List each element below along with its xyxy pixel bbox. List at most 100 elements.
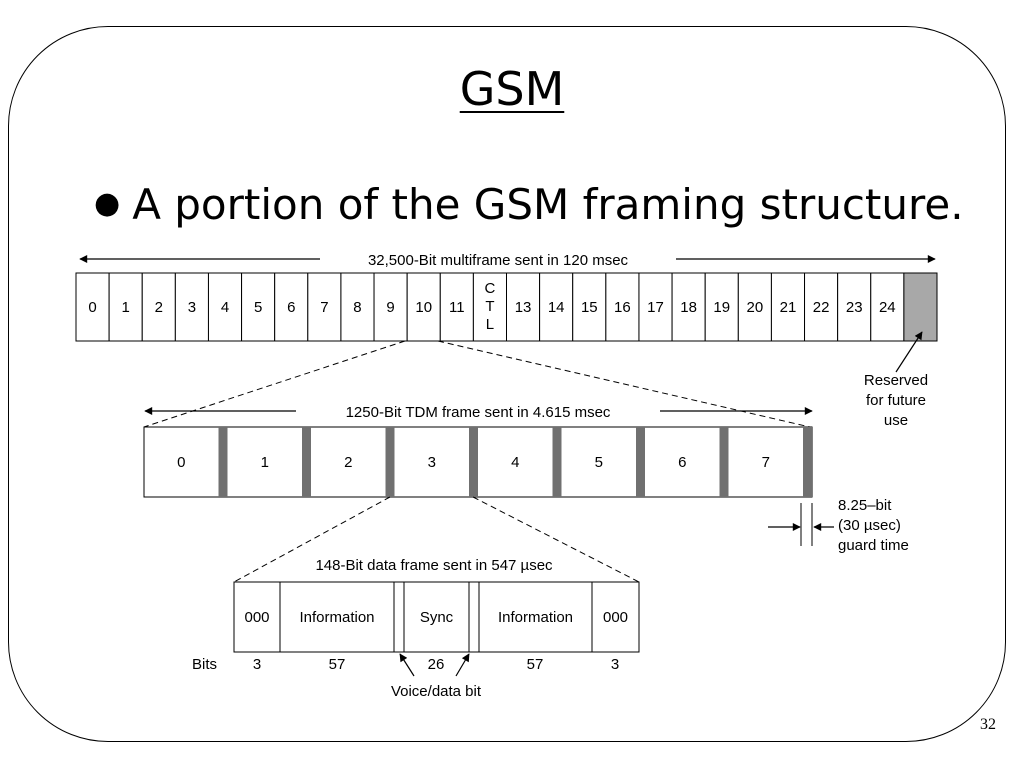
tdm-slot-label: 0	[177, 454, 185, 471]
tdm-guard-bar	[385, 427, 395, 497]
bit-count: 26	[428, 656, 445, 673]
multiframe-slot	[638, 272, 673, 342]
reserved-note-line-2: for future	[866, 392, 926, 409]
data-frame-field-label: Information	[498, 609, 573, 626]
data-frame-voice-data-bit	[393, 581, 405, 653]
slide-frame	[8, 26, 1006, 742]
data-frame-field-label: Information	[299, 609, 374, 626]
tdm-slot-label: 3	[428, 454, 436, 471]
multiframe-slot	[439, 272, 474, 342]
multiframe-slot	[506, 272, 541, 342]
multiframe-slot-label: C	[485, 280, 496, 297]
multiframe-slot-label: 17	[647, 299, 664, 316]
multiframe-label: 32,500-Bit multiframe sent in 120 msec	[368, 252, 629, 269]
multiframe-slot-label: 0	[88, 299, 96, 316]
data-frame-label: 148-Bit data frame sent in 547 µsec	[315, 557, 553, 574]
tdm-guard-bar	[636, 427, 645, 497]
multiframe-slot-label: 24	[879, 299, 896, 316]
zoom-line-lower-right	[472, 496, 640, 583]
multiframe-slot	[406, 272, 441, 342]
multiframe-slot-label: 3	[188, 299, 196, 316]
multiframe-slot-label: L	[486, 316, 494, 333]
multiframe-slot-label: 2	[155, 299, 163, 316]
multiframe-slot-label: 10	[415, 299, 432, 316]
multiframe-slot-label: 7	[320, 299, 328, 316]
reserved-pointer-arrow	[895, 331, 923, 373]
tdm-guard-bar	[469, 427, 478, 497]
tdm-guard-bar	[719, 427, 729, 497]
multiframe-slot-label: 1	[122, 299, 130, 316]
voice-data-note: Voice/data bit	[391, 653, 482, 700]
multiframe-slot-label: 13	[515, 299, 532, 316]
data-frame-field-label: Sync	[420, 609, 454, 626]
data-frame-field	[478, 581, 593, 653]
multiframe-slot	[572, 272, 607, 342]
tdm-slot-label: 7	[762, 454, 770, 471]
multiframe-slot-label: 15	[581, 299, 598, 316]
multiframe-slot	[241, 272, 276, 342]
tdm-slot-label: 2	[344, 454, 352, 471]
multiframe-slot-label: 5	[254, 299, 262, 316]
multiframe-slot-label: 16	[614, 299, 631, 316]
multiframe-group: 32,500-Bit multiframe sent in 120 msec 0…	[75, 252, 938, 342]
data-frame-voice-data-bit	[468, 581, 480, 653]
multiframe-slot-label: 9	[386, 299, 394, 316]
voice-data-arrow-left	[399, 653, 415, 677]
multiframe-slot	[605, 272, 640, 342]
bullet-dot-icon: ●	[94, 186, 121, 221]
multiframe-slot-label: 6	[287, 299, 295, 316]
multiframe-slot-label: 19	[713, 299, 730, 316]
multiframe-slot-label: 4	[221, 299, 229, 316]
reserved-note: Reserved for future use	[864, 331, 928, 429]
tdm-guard-bar	[302, 427, 311, 497]
multiframe-slot-label: 23	[846, 299, 863, 316]
multiframe-slot	[737, 272, 772, 342]
voice-data-arrow-right	[455, 653, 470, 677]
multiframe-slot-reserved	[903, 272, 938, 342]
bit-count: 57	[329, 656, 346, 673]
multiframe-slot-label: 20	[747, 299, 764, 316]
zoom-line-left	[143, 340, 406, 428]
multiframe-slot	[274, 272, 309, 342]
multiframe-slot-label: 22	[813, 299, 830, 316]
bullet-text: A portion of the GSM framing structure.	[132, 180, 964, 229]
multiframe-slot	[804, 272, 839, 342]
multiframe-slot-label: 18	[680, 299, 697, 316]
bullet-point: ● A portion of the GSM framing structure.	[94, 180, 964, 229]
guard-time-note: 8.25–bit (30 µsec) guard time	[768, 497, 909, 554]
multiframe-slot-label: 8	[353, 299, 361, 316]
voice-data-label: Voice/data bit	[391, 683, 482, 700]
bit-count: 3	[253, 656, 261, 673]
tdm-frame-label: 1250-Bit TDM frame sent in 4.615 msec	[346, 404, 611, 421]
multiframe-slot-label: 21	[780, 299, 797, 316]
multiframe-slot	[704, 272, 739, 342]
reserved-note-line-1: Reserved	[864, 372, 928, 389]
data-frame-field-label: 000	[603, 609, 628, 626]
multiframe-slot	[837, 272, 872, 342]
tdm-slot-label: 6	[678, 454, 686, 471]
multiframe-slot	[870, 272, 905, 342]
guard-note-line-1: 8.25–bit	[838, 497, 892, 514]
data-frame-field	[591, 581, 640, 653]
bit-count: 57	[527, 656, 544, 673]
zoom-line-right	[437, 340, 811, 428]
multiframe-slot	[373, 272, 408, 342]
tdm-guard-bar	[552, 427, 562, 497]
guard-note-line-2: (30 µsec)	[838, 517, 901, 534]
data-frame-field	[233, 581, 281, 653]
multiframe-slot	[472, 272, 507, 342]
tdm-slot-label: 5	[595, 454, 603, 471]
guard-note-line-3: guard time	[838, 537, 909, 554]
multiframe-slot	[307, 272, 342, 342]
multiframe-slot-label: T	[485, 298, 494, 315]
reserved-note-line-3: use	[884, 412, 908, 429]
page-number: 32	[980, 716, 996, 733]
slide-title: GSM	[459, 62, 565, 116]
tdm-slot-label: 4	[511, 454, 519, 471]
